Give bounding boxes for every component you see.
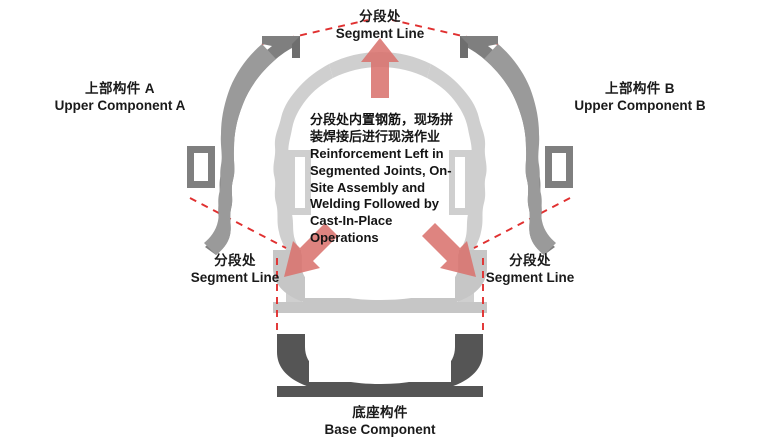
assembled-arch-right-limb [427, 64, 487, 305]
assembled-base-trough [273, 250, 487, 313]
center-annotation: 分段处内置钢筋，现场拼装焊接后进行现浇作业 Reinforcement Left… [310, 112, 462, 247]
label-base-en: Base Component [324, 422, 436, 438]
center-annotation-cn: 分段处内置钢筋，现场拼装焊接后进行现浇作业 [310, 112, 454, 144]
label-segment-top-en: Segment Line [335, 26, 425, 42]
label-upper-b-en: Upper Component B [574, 98, 706, 114]
arrow-up-top [361, 38, 399, 98]
label-upper-a-cn: 上部构件 A [85, 81, 155, 96]
label-segment-line-top: 分段处 Segment Line [280, 8, 480, 43]
assembled-arch-left-limb [273, 64, 333, 305]
upper-component-b-part [460, 36, 573, 255]
label-upper-b-cn: 上部构件 B [605, 81, 675, 96]
base-component-part [277, 334, 483, 397]
label-upper-component-b: 上部构件 B Upper Component B [520, 80, 760, 115]
label-segment-left-cn: 分段处 [214, 253, 256, 268]
guide-mid-right [473, 197, 571, 249]
label-segment-line-left: 分段处 Segment Line [150, 252, 320, 287]
label-segment-left-en: Segment Line [190, 270, 280, 286]
upper-a-bracket [187, 146, 215, 188]
arrow-down-right [422, 223, 476, 277]
label-upper-a-en: Upper Component A [54, 98, 186, 114]
label-upper-component-a: 上部构件 A Upper Component A [0, 80, 240, 115]
guide-mid-left [189, 197, 287, 249]
label-segment-right-cn: 分段处 [509, 253, 551, 268]
arrow-down-left [284, 223, 338, 277]
label-base-component: 底座构件 Base Component [280, 404, 480, 439]
upper-component-a-part [187, 36, 300, 255]
label-segment-top-cn: 分段处 [359, 9, 401, 24]
assembled-arch-light [273, 52, 487, 313]
upper-b-bracket [545, 146, 573, 188]
label-segment-right-en: Segment Line [485, 270, 575, 286]
assembled-bracket-left [288, 150, 311, 215]
label-segment-line-right: 分段处 Segment Line [445, 252, 615, 287]
assembled-bracket-right [449, 150, 472, 215]
center-annotation-en: Reinforcement Left in Segmented Joints, … [310, 145, 452, 246]
label-base-cn: 底座构件 [352, 405, 408, 420]
